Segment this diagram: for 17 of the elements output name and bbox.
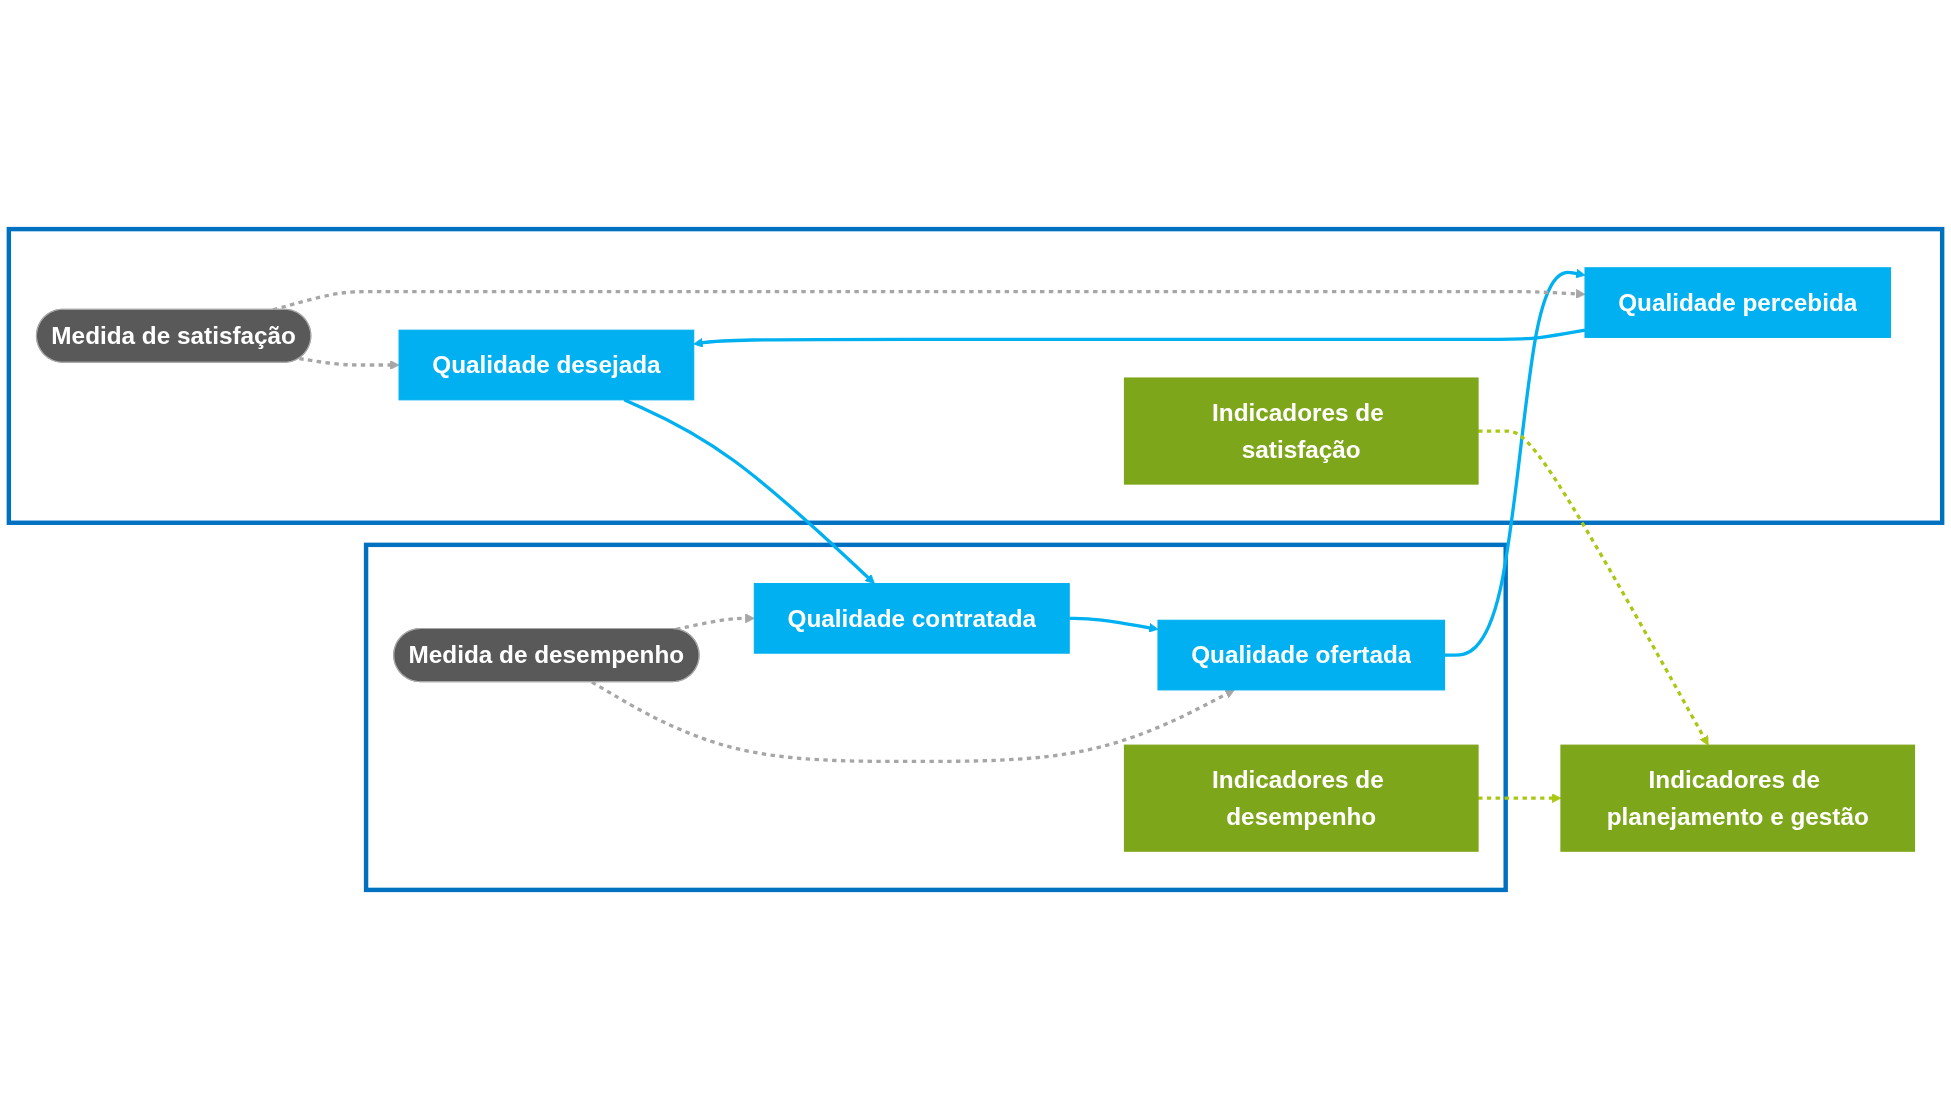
arrow bbox=[693, 328, 1586, 348]
arrow bbox=[1069, 616, 1159, 633]
arrow bbox=[675, 613, 755, 631]
node-box: Indicadores de planejamento e gestão bbox=[1560, 744, 1916, 852]
arrow bbox=[623, 398, 875, 584]
node-box: Qualidade desejada bbox=[398, 329, 695, 401]
arrow bbox=[1478, 429, 1709, 746]
arrow bbox=[1444, 268, 1586, 657]
node-box: Indicadores de satisfação bbox=[1123, 377, 1479, 485]
cluster bbox=[363, 542, 1508, 893]
node-box: Qualidade ofertada bbox=[1157, 619, 1446, 691]
node-box: Indicadores de desempenho bbox=[1123, 744, 1479, 852]
arrow bbox=[299, 356, 400, 370]
node-box: Qualidade contratada bbox=[753, 582, 1070, 654]
cluster bbox=[6, 226, 1945, 525]
node-box: Qualidade percebida bbox=[1584, 267, 1891, 338]
arrow bbox=[591, 680, 1235, 764]
